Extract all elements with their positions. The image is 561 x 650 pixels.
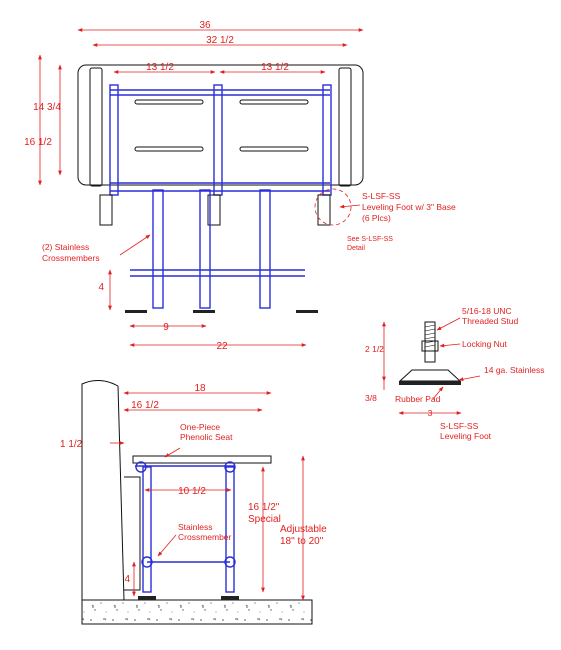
dim-bay-right: 13 1/2	[261, 62, 289, 73]
label-seat: One-Piece Phenolic Seat	[180, 422, 233, 442]
side-leg-front	[225, 466, 235, 593]
front-slot	[134, 99, 204, 105]
label-detail-line2: Detail	[347, 245, 365, 252]
dim-depth-seat: 16 1/2	[131, 400, 159, 411]
front-view: 36 32 1/2 13 1/2 13 1/2 14 3/4 16 1/2 4 …	[24, 20, 458, 352]
label-seat-line2: Phenolic Seat	[180, 432, 233, 442]
dim-foot-height: 2 1/2	[365, 344, 384, 354]
dim-crossmember-height: 4	[98, 282, 104, 293]
label-detail-line1: See S-LSF-SS	[347, 236, 393, 243]
label-stud: 5/16-18 UNC Threaded Stud	[462, 306, 519, 326]
side-joint	[141, 556, 153, 568]
stud-threads	[424, 324, 436, 348]
leader-stud	[436, 317, 461, 331]
label-plate: 14 ga. Stainless	[484, 365, 544, 375]
dim-width-overall: 36	[199, 20, 211, 31]
front-slot	[239, 146, 309, 152]
front-seat-panel	[77, 64, 364, 186]
label-adjustable-line2: 18" to 20"	[280, 536, 324, 547]
detail-circle	[314, 188, 352, 226]
label-foot-callout: S-LSF-SS Leveling Foot w/ 3" Base (6 Plc…	[362, 191, 458, 223]
leader-crossmember	[119, 234, 151, 256]
front-post-mid	[213, 84, 223, 196]
label-leg-height-line1: 16 1/2"	[248, 502, 280, 513]
label-stud-line2: Threaded Stud	[462, 316, 519, 326]
label-crossmembers-line2: Crossmembers	[42, 253, 100, 263]
label-side-crossmember-line2: Crossmember	[178, 532, 232, 542]
front-anchor	[317, 194, 331, 226]
front-slot	[134, 146, 204, 152]
dim-width-inner: 32 1/2	[206, 35, 234, 46]
front-post-left	[109, 84, 119, 196]
label-leg-height-line2: Special	[248, 514, 281, 525]
dim-leg-span: 22	[216, 341, 228, 352]
dim-depth-overall: 18	[194, 383, 206, 394]
side-feet	[138, 596, 239, 600]
side-wall-bracket	[124, 476, 141, 591]
leader-pad	[432, 386, 444, 400]
foot-detail: 5/16-18 UNC Threaded Stud Locking Nut 2 …	[365, 306, 544, 441]
dim-seat-height-overall: 16 1/2	[24, 137, 52, 148]
wall	[81, 380, 125, 601]
floor	[81, 599, 313, 625]
label-adjustable: Adjustable 18" to 20"	[280, 524, 329, 547]
dim-leg-spacing: 9	[163, 322, 169, 333]
label-foot-title-line1: S-LSF-SS	[440, 421, 479, 431]
label-crossmembers-line1: (2) Stainless	[42, 242, 89, 252]
front-leveling-feet	[125, 310, 318, 313]
side-view: 18 16 1/2 1 1/2 One-Piece Phenolic Seat …	[60, 380, 329, 625]
front-right-bracket	[338, 67, 352, 187]
dim-leg-offset: 10 1/2	[178, 486, 206, 497]
label-pad: Rubber Pad	[395, 394, 441, 404]
dim-base-width: 3	[428, 408, 433, 418]
label-adjustable-line1: Adjustable	[280, 524, 327, 535]
dim-bay-left: 13 1/2	[146, 62, 174, 73]
label-foot-title-line2: Leveling Foot	[440, 431, 492, 441]
label-side-crossmember-line1: Stainless	[178, 522, 213, 532]
label-side-crossmember: Stainless Crossmember	[178, 522, 232, 542]
leader-side-crossmember	[157, 534, 177, 557]
label-foot-line1: S-LSF-SS	[362, 191, 401, 201]
leader-seat	[164, 447, 181, 458]
stud	[424, 321, 436, 363]
front-anchor	[99, 194, 113, 226]
foot-base	[398, 369, 462, 382]
label-foot-line2: Leveling Foot w/ 3" Base	[362, 202, 456, 212]
dim-seat-height-inner: 14 3/4	[33, 102, 61, 113]
front-leg-right	[259, 189, 271, 309]
leader-foot	[339, 204, 361, 209]
dim-pad-thickness: 3/8	[365, 393, 377, 403]
side-joint	[224, 556, 236, 568]
front-leg-mid	[199, 189, 211, 309]
rubber-pad	[399, 381, 461, 385]
side-joint	[224, 461, 236, 473]
label-crossmembers: (2) Stainless Crossmembers	[42, 242, 100, 263]
dim-wall-offset: 1 1/2	[60, 439, 83, 450]
leader-nut	[439, 343, 461, 348]
dim-side-crossmember-height: 4	[124, 574, 130, 585]
label-foot-title: S-LSF-SS Leveling Foot	[440, 421, 492, 441]
front-left-bracket	[89, 67, 103, 187]
label-foot-line3: (6 Plcs)	[362, 213, 391, 223]
locking-nut	[421, 340, 439, 352]
leader-plate	[458, 375, 481, 382]
front-slot	[239, 99, 309, 105]
side-seat	[132, 455, 272, 464]
front-leg-left	[152, 189, 164, 309]
label-nut: Locking Nut	[462, 339, 508, 349]
label-detail-ref: See S-LSF-SS Detail	[347, 236, 395, 252]
front-post-right	[322, 84, 332, 196]
front-anchor	[207, 194, 221, 226]
label-seat-line1: One-Piece	[180, 422, 220, 432]
side-leg-rear	[142, 466, 152, 593]
label-leg-height: 16 1/2" Special	[248, 502, 282, 525]
label-stud-line1: 5/16-18 UNC	[462, 306, 512, 316]
